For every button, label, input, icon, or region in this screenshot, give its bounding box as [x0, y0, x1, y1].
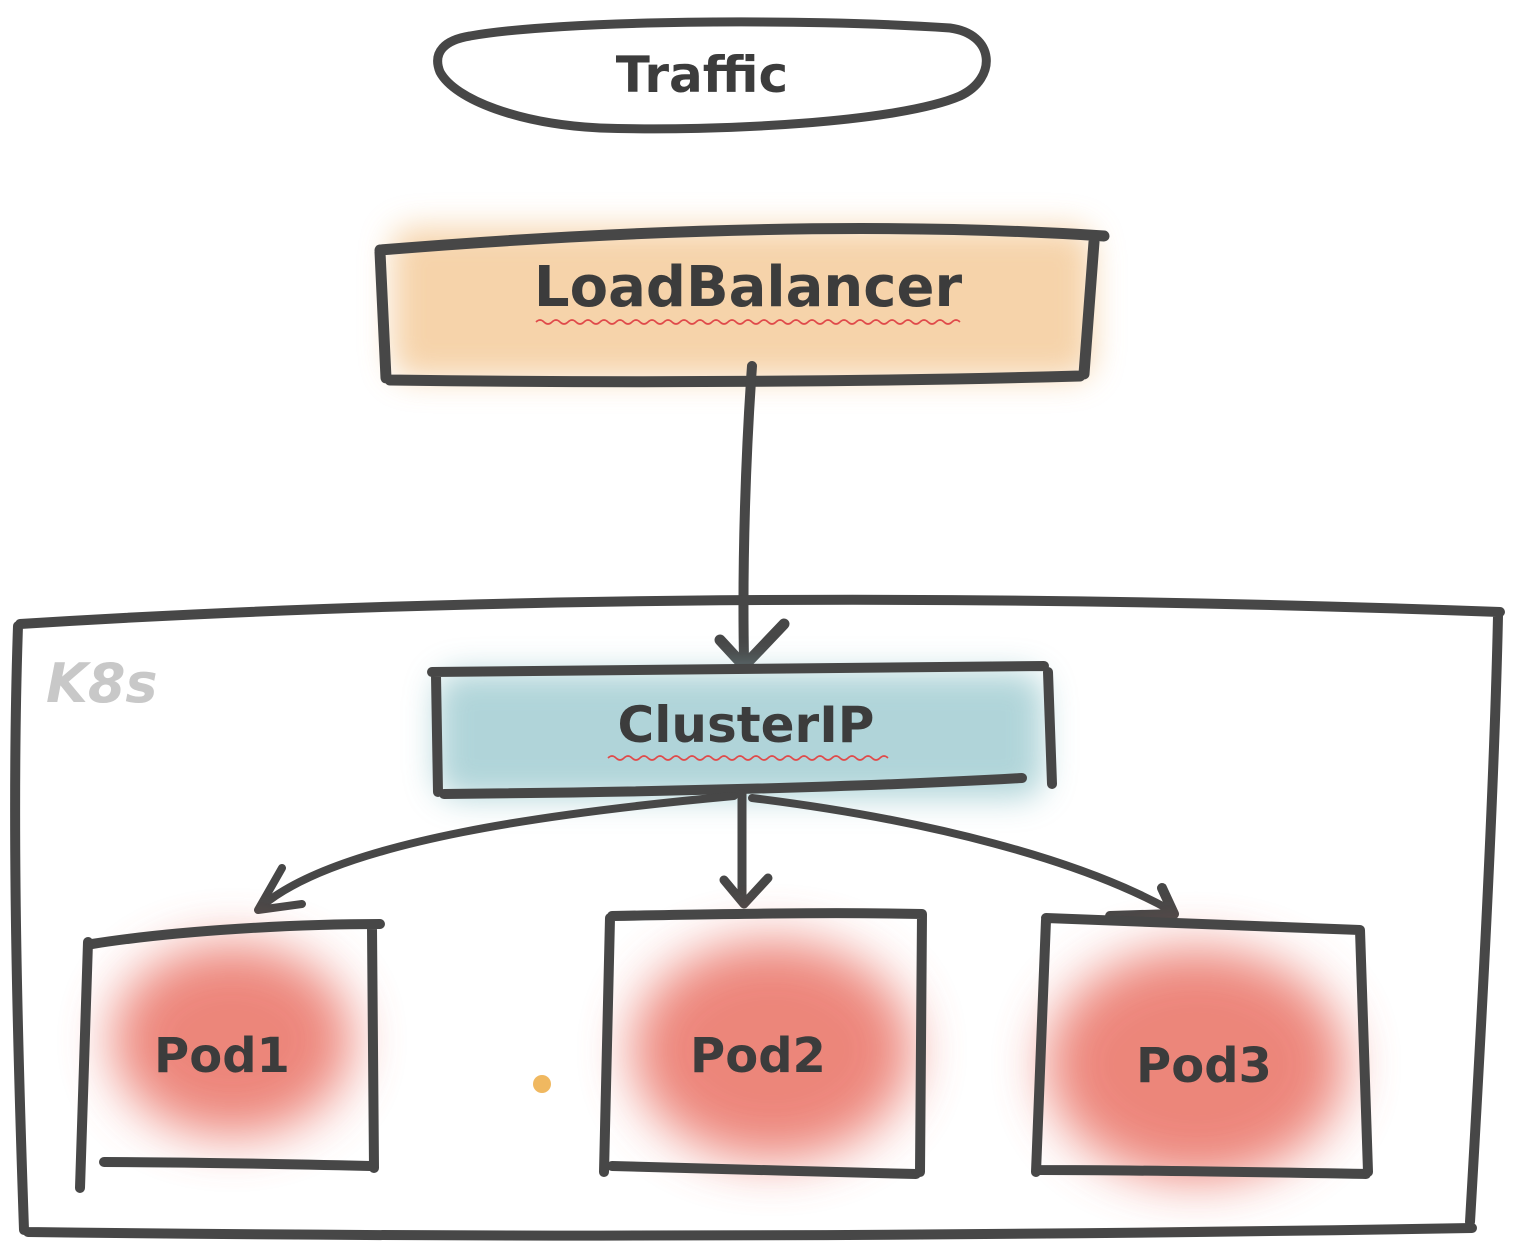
- load-balancer-node: LoadBalancer: [374, 223, 1110, 388]
- pod-2-label: Pod2: [690, 1028, 826, 1084]
- cluster-ip-spellcheck-underline: [607, 755, 889, 761]
- pod-1-node: Pod1: [75, 919, 385, 1193]
- edge-clusterip-to-pod1: [254, 792, 738, 914]
- edge-loadbalancer-to-clusterip: [714, 361, 790, 672]
- cluster-ip-wash: [436, 672, 1044, 798]
- cluster-ip-label: ClusterIP: [618, 696, 875, 754]
- paint-dot: [533, 1075, 551, 1093]
- edge-clusterip-to-pod2: [719, 789, 773, 909]
- pod-3-label: Pod3: [1136, 1038, 1272, 1094]
- k8s-cluster-label: K8s: [46, 652, 158, 715]
- pod-3-node: Pod3: [1031, 913, 1373, 1180]
- load-balancer-label: LoadBalancer: [534, 255, 963, 320]
- pod-3-wash: [1046, 948, 1346, 1180]
- k8s-cluster-frame: K8s: [10, 594, 1505, 1241]
- pod-1-wash: [112, 944, 352, 1136]
- load-balancer-spellcheck-underline: [535, 319, 961, 325]
- load-balancer-wash: [392, 228, 1092, 378]
- edge-clusterip-to-pod3: [748, 794, 1179, 921]
- pod-1-label: Pod1: [154, 1028, 290, 1084]
- traffic-node: Traffic: [433, 17, 991, 134]
- traffic-label: Traffic: [616, 46, 788, 104]
- pod-2-wash: [632, 940, 912, 1160]
- cluster-ip-node: ClusterIP: [427, 661, 1057, 799]
- pod-2-node: Pod2: [599, 908, 927, 1179]
